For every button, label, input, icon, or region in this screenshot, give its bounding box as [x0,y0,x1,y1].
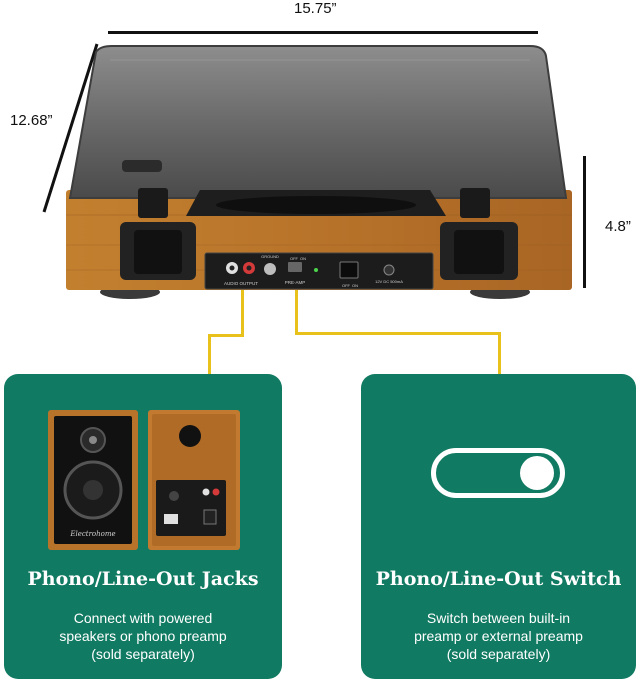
left-wire-vertical-top [241,290,244,336]
right-hinge [440,188,518,280]
depth-dimension-line [42,43,99,213]
platter [216,196,416,214]
height-dimension-line [583,156,586,288]
switch-feature-card: Phono/Line-Out Switch Switch between bui… [361,374,636,679]
power-led [314,268,318,272]
ground-screw [264,263,276,275]
toggle-knob [520,456,554,490]
dc-jack [383,264,395,276]
speakers-illustration: Electrohome [48,410,240,550]
switch-card-description: Switch between built-in preamp or extern… [414,610,583,662]
toggle-switch-icon [431,448,565,498]
bass-port [179,425,201,447]
right-wire-horizontal [295,332,501,335]
preamp-off-label: OFF [290,256,299,261]
dust-cover [68,45,568,199]
left-wire-horizontal [208,334,244,337]
audio-output-label: AUDIO OUTPUT [224,281,258,286]
dc-in-label: 12V DC 500mA [375,279,403,284]
ground-label: GROUND [261,254,279,259]
preamp-on-label: ON [300,256,306,261]
right-wire-vertical-bottom [498,332,501,376]
left-hinge [120,188,196,280]
jacks-card-description: Connect with powered speakers or phono p… [59,610,227,662]
speaker-brand-logo: Electrohome [69,530,115,538]
power-on-label: ON [352,283,358,288]
jacks-feature-card: Electrohome Phono/Line-Out Jacks Connect… [4,374,282,679]
back-panel [204,252,434,290]
switch-card-title: Phono/Line-Out Switch [375,568,622,590]
preamp-switch [288,262,302,272]
preamp-label: PRE-AMP [285,280,306,285]
speaker-rca-red [212,488,220,496]
jacks-card-title: Phono/Line-Out Jacks [27,568,259,590]
turntable-illustration: AUDIO OUTPUT GROUND OFF ON PRE-AMP OFF O… [42,43,572,299]
speaker-input-panel [156,480,226,536]
depth-dimension-label: 12.68” [10,112,53,129]
power-switch [339,261,359,279]
power-off-label: OFF [342,283,351,288]
right-wire-vertical-top [295,290,298,334]
speaker-rca-white [202,488,210,496]
width-dimension-label: 15.75” [294,0,337,17]
height-dimension-label: 4.8” [605,218,631,235]
width-dimension-line [108,31,538,34]
